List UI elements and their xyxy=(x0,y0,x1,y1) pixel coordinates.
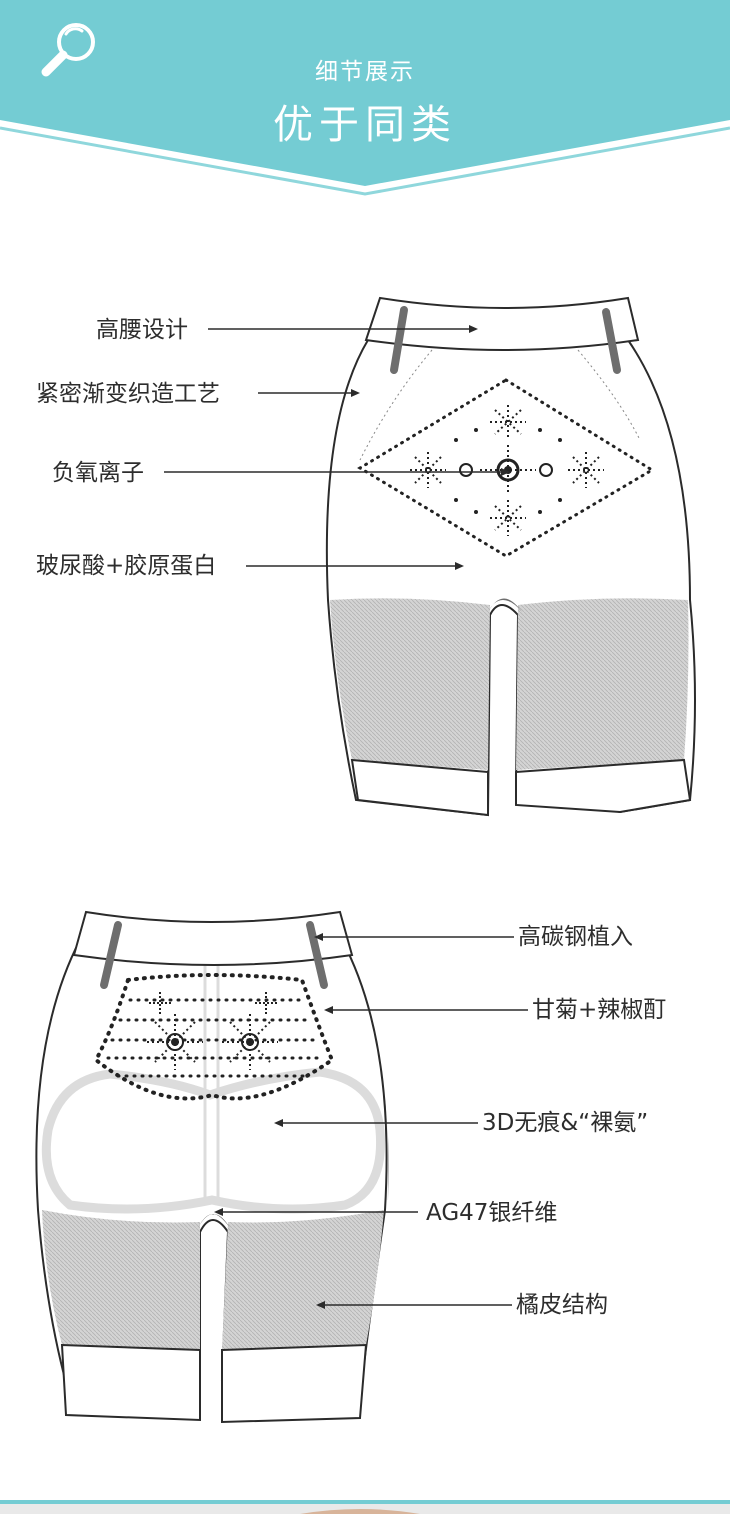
bottom-accent-strip xyxy=(0,1500,730,1514)
callout-3d-seamless: 3D无痕&“裸氨” xyxy=(482,1109,648,1137)
callout-chamomile-capsicum: 甘菊+辣椒酊 xyxy=(532,996,666,1024)
callout-gradient-weave: 紧密渐变织造工艺 xyxy=(36,380,220,408)
callout-negative-ion: 负氧离子 xyxy=(52,459,144,487)
callout-high-waist: 高腰设计 xyxy=(96,316,188,344)
callout-hyaluronic-collagen: 玻尿酸+胶原蛋白 xyxy=(36,552,216,580)
callout-ag47-silver-fiber: AG47银纤维 xyxy=(426,1199,557,1227)
front-view-shorts xyxy=(36,912,388,1422)
callout-carbon-steel: 高碳钢植入 xyxy=(518,923,633,951)
callout-orange-peel-structure: 橘皮结构 xyxy=(516,1291,608,1319)
back-view-shorts xyxy=(327,298,695,815)
